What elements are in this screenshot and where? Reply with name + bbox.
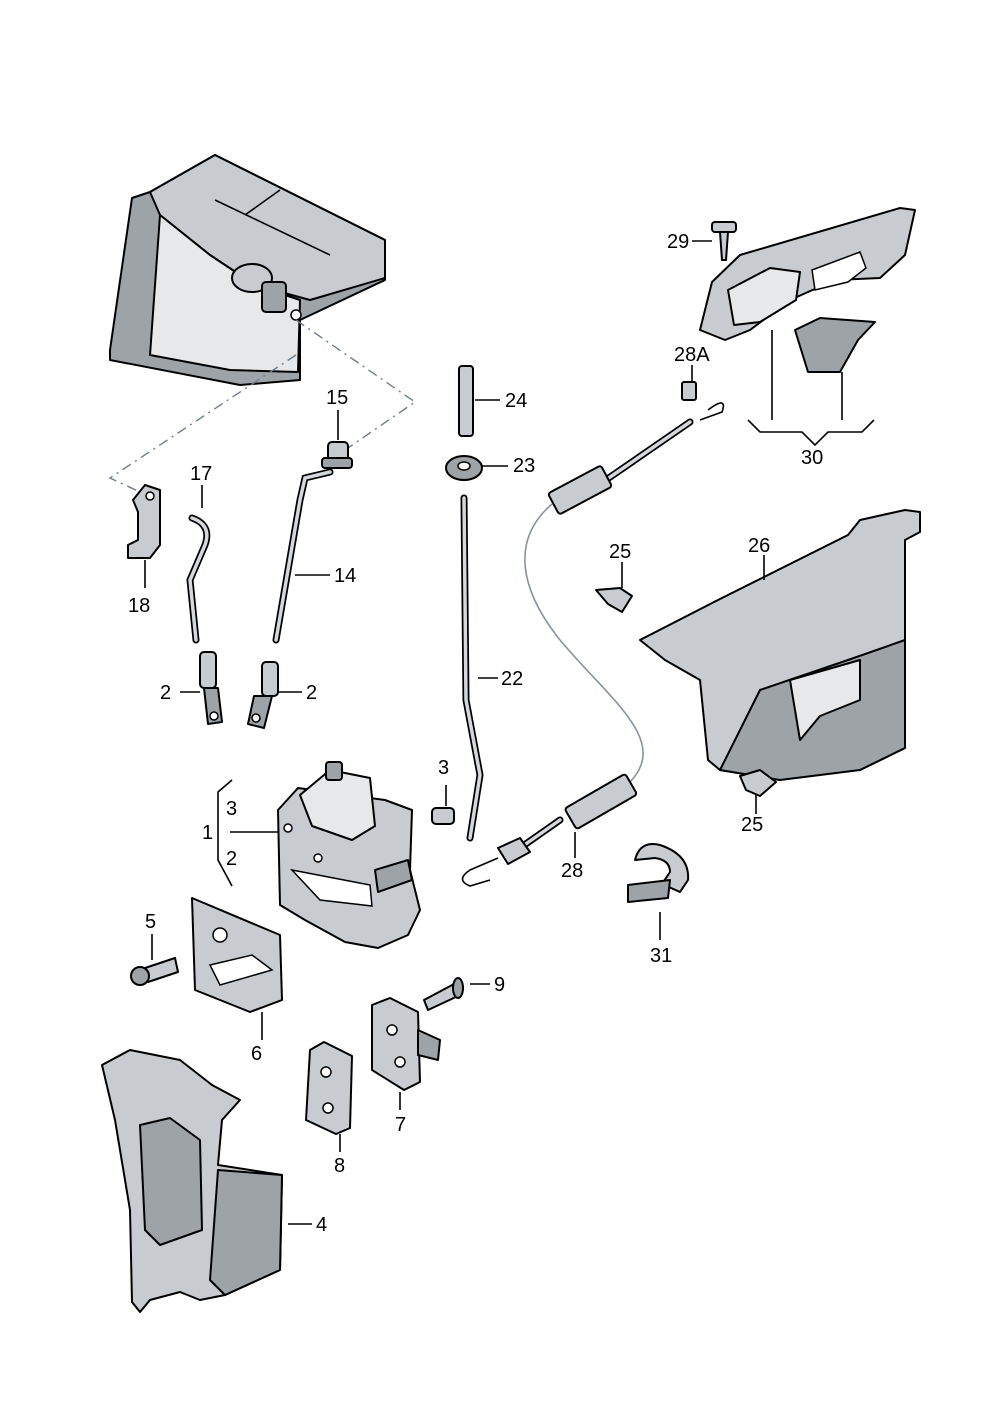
part-24-pin <box>458 365 500 437</box>
callout-6: 6 <box>251 1043 262 1065</box>
part-28-cable <box>461 402 725 887</box>
callout-30: 30 <box>801 447 823 469</box>
callout-2-left: 2 <box>160 682 171 704</box>
callout-8: 8 <box>334 1155 345 1177</box>
part-5-bolt <box>130 934 179 986</box>
callout-26: 26 <box>748 535 770 557</box>
part-9-screw <box>423 977 490 1011</box>
part-7-striker <box>371 997 441 1110</box>
part-17-rod <box>186 485 211 644</box>
callout-29: 29 <box>667 231 689 253</box>
callout-5: 5 <box>145 911 156 933</box>
callout-18: 18 <box>128 595 150 617</box>
part-3-clip <box>431 785 455 825</box>
callout-15: 15 <box>326 387 348 409</box>
callout-25-upper: 25 <box>609 541 631 563</box>
part-4-cover <box>101 1049 312 1313</box>
part-1-lock-assembly <box>217 761 421 949</box>
part-26-cover <box>639 509 921 781</box>
part-14-rod <box>272 468 334 644</box>
callout-2-right: 2 <box>306 682 317 704</box>
callout-17: 17 <box>190 463 212 485</box>
part-6-plate <box>191 897 283 1040</box>
callout-28a: 28A <box>674 344 710 366</box>
reference-line <box>295 319 417 451</box>
part-25-clip-lower <box>739 769 777 814</box>
callout-28: 28 <box>561 860 583 882</box>
part-18-bracket <box>127 484 161 588</box>
part-31-clamp <box>627 843 690 940</box>
part-28a-clip <box>681 365 697 401</box>
part-25-clip-upper <box>595 562 633 613</box>
callout-7: 7 <box>395 1114 406 1136</box>
callout-3-bracket: 3 <box>226 798 237 820</box>
part-29-screw <box>692 221 737 261</box>
callout-31: 31 <box>650 945 672 967</box>
callout-25-lower: 25 <box>741 814 763 836</box>
part-15-clip <box>321 410 353 469</box>
part-2-clip-left <box>180 651 223 725</box>
callout-9: 9 <box>494 974 505 996</box>
callout-23: 23 <box>513 455 535 477</box>
callout-labels: 29 28A 30 24 23 22 15 17 14 18 2 2 25 26… <box>128 231 823 1236</box>
callout-1: 1 <box>202 822 213 844</box>
part-30-handle <box>699 207 916 447</box>
door-panel-illustration <box>109 154 386 386</box>
callout-24: 24 <box>505 390 527 412</box>
callout-22: 22 <box>501 668 523 690</box>
reference-line <box>108 354 297 493</box>
callout-2-bracket: 2 <box>226 848 237 870</box>
part-2-clip-right <box>247 661 302 729</box>
part-8-shim <box>305 1041 353 1152</box>
part-23-grommet <box>445 455 508 481</box>
callout-4: 4 <box>316 1214 327 1236</box>
callout-14: 14 <box>334 565 356 587</box>
part-22-rod <box>460 494 498 842</box>
callout-3-clip: 3 <box>438 757 449 779</box>
